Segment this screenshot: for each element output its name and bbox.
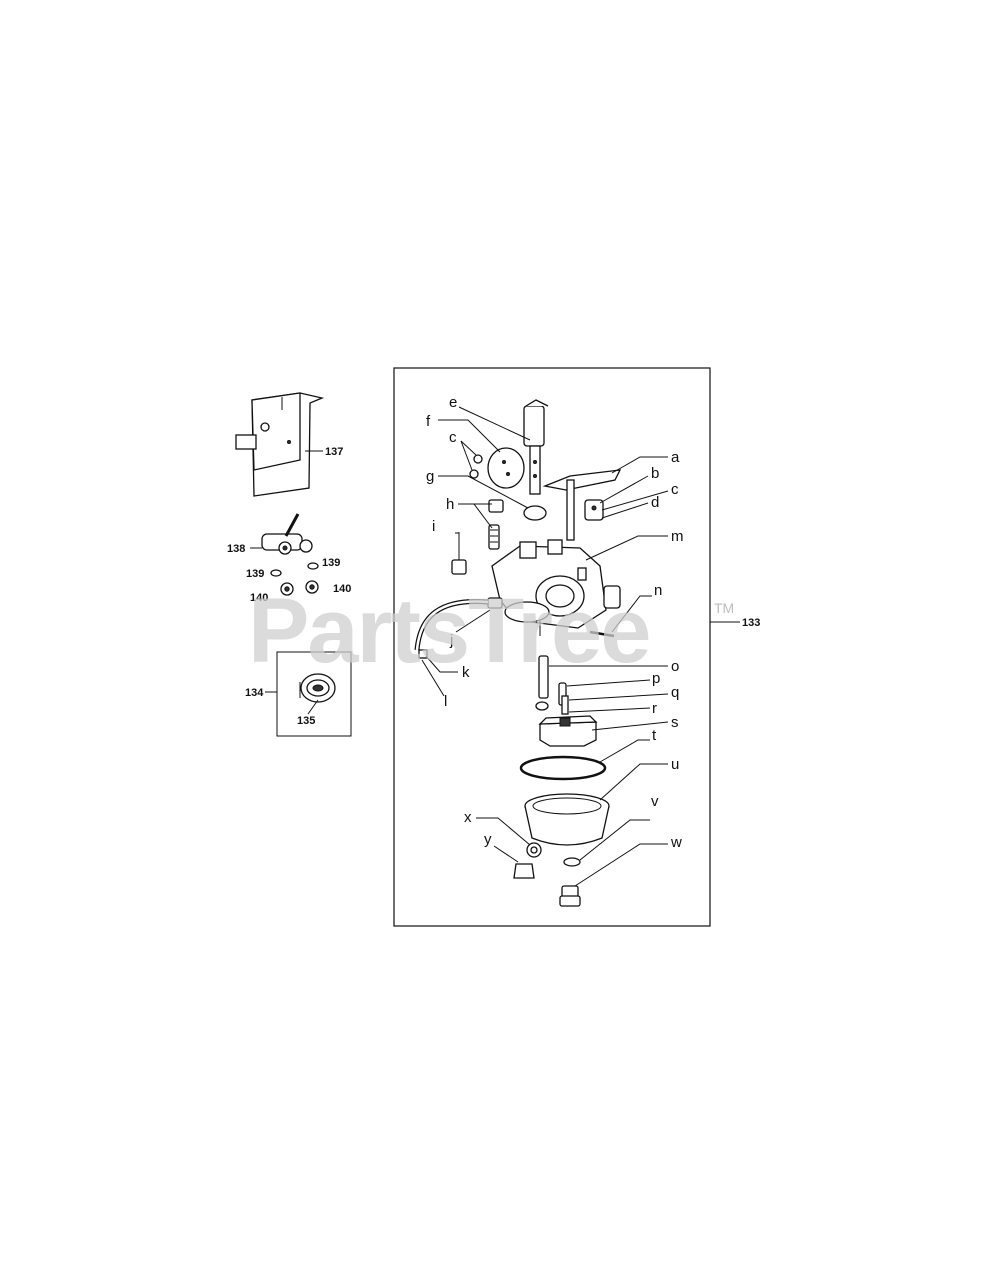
part-s-float	[538, 715, 598, 747]
part-t-gasket	[519, 755, 607, 781]
callout-c-left: c	[449, 429, 457, 446]
part-number-139-left: 139	[246, 568, 264, 580]
part-m-body	[491, 539, 621, 636]
part-number-140-right: 140	[333, 583, 351, 595]
part-138-valve	[261, 513, 313, 555]
callout-r: r	[652, 700, 657, 717]
leader-135	[307, 699, 319, 715]
part-r-jet	[535, 701, 549, 711]
part-number-134: 134	[245, 687, 264, 699]
trademark-symbol: TM	[714, 600, 735, 616]
part-c-screw-1	[473, 454, 483, 464]
callout-y: y	[484, 831, 492, 848]
callout-i: i	[432, 518, 435, 535]
callout-s: s	[671, 714, 679, 731]
part-n-pin	[589, 630, 615, 638]
part-f-plate	[487, 447, 525, 489]
callout-f: f	[426, 413, 431, 430]
carburetor-frame	[393, 367, 711, 927]
callout-m: m	[671, 528, 684, 545]
callout-v: v	[651, 793, 659, 810]
oring-139-right	[307, 562, 319, 570]
part-w-bolt	[559, 885, 581, 907]
part-h-cap	[488, 499, 504, 513]
part-h-screw	[488, 524, 500, 550]
callout-a: a	[671, 449, 680, 466]
callout-c-right: c	[671, 481, 679, 498]
part-v-washer	[563, 857, 581, 867]
part-q-spring	[561, 695, 569, 715]
callout-x: x	[464, 809, 472, 826]
part-number-133: 133	[742, 617, 760, 629]
part-number-138: 138	[227, 543, 245, 555]
callout-p: p	[652, 670, 660, 687]
callout-q: q	[671, 684, 679, 701]
callout-e: e	[449, 394, 457, 411]
part-number-137: 137	[325, 446, 343, 458]
callout-o: o	[671, 658, 679, 675]
part-134-box	[276, 651, 352, 737]
oring-139-left	[270, 569, 282, 577]
callout-w: w	[670, 834, 682, 851]
part-i-knob	[451, 559, 467, 575]
part-k-clip	[418, 649, 428, 659]
part-135-plug	[299, 673, 336, 703]
part-number-139-right: 139	[322, 557, 340, 569]
part-number-135: 135	[297, 715, 315, 727]
part-137-block	[235, 392, 325, 497]
callout-k: k	[462, 664, 470, 681]
part-y-screw	[513, 863, 535, 879]
callout-j: j	[449, 632, 453, 649]
part-a-lever	[542, 469, 622, 491]
callout-d: d	[651, 494, 659, 511]
part-o-tube	[538, 655, 549, 699]
callout-l: l	[444, 693, 447, 710]
callout-t: t	[652, 727, 657, 744]
callout-h: h	[446, 496, 454, 513]
callout-n: n	[654, 582, 662, 599]
callout-b: b	[651, 465, 659, 482]
callout-u: u	[671, 756, 679, 773]
callout-g: g	[426, 468, 434, 485]
part-l-tube	[415, 600, 489, 651]
part-j-fitting	[487, 597, 503, 609]
part-number-140-left: 140	[250, 592, 268, 604]
part-c-screw-2	[469, 469, 479, 479]
part-u-bowl	[524, 793, 610, 846]
throttle-shaft	[566, 479, 575, 541]
part-g-plate	[523, 505, 547, 521]
part-e-shaft	[523, 399, 549, 495]
